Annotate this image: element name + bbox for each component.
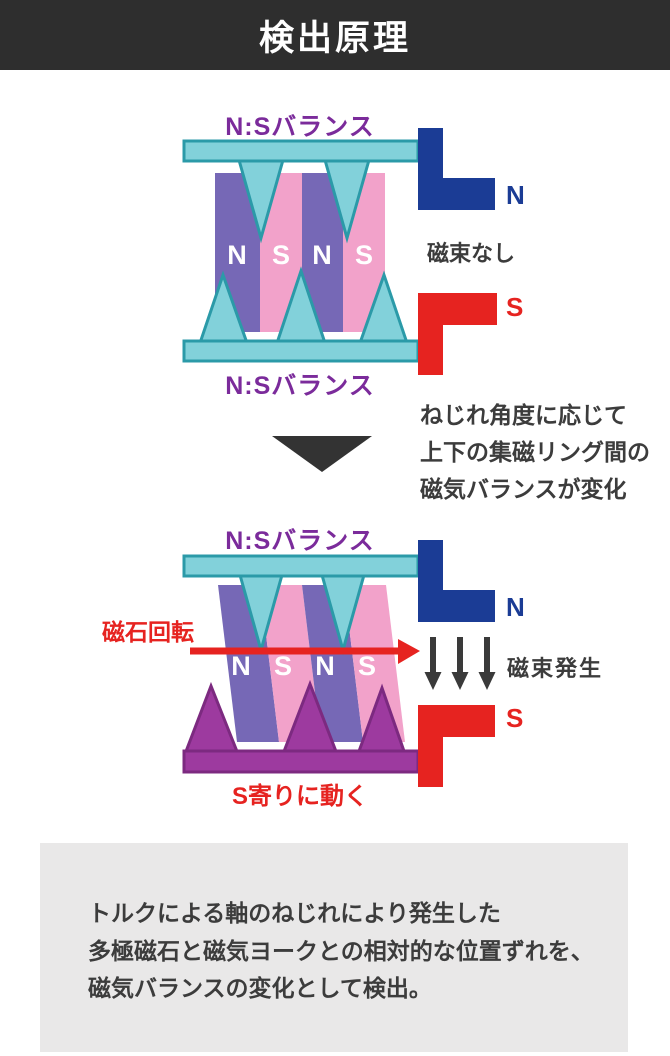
footer-note-line: トルクによる軸のねじれにより発生した <box>88 900 501 926</box>
flux-arrow-icon <box>451 637 469 690</box>
magnet-pole-label: N <box>312 240 332 270</box>
diagram1-group <box>182 128 497 375</box>
footer-note-line: 磁気バランスの変化として検出。 <box>88 975 432 1001</box>
magnet-pole-label: S <box>273 651 292 681</box>
yoke-n-shape <box>418 540 495 622</box>
rotation-label: 磁石回転 <box>102 619 194 645</box>
magnet-pole-label: S <box>271 240 290 270</box>
yoke-n-shape <box>418 128 495 210</box>
header-bar: 検出原理 <box>0 0 670 70</box>
lower-collector-ring <box>182 339 420 363</box>
magnet-pole-label: N <box>315 651 335 681</box>
rotation-arrowhead-icon <box>398 639 420 664</box>
shift-label: S寄りに動く <box>231 783 368 810</box>
yoke-s-shape <box>418 705 495 787</box>
flux-status-1: 磁束なし <box>427 241 516 266</box>
yoke-s-label-2: S <box>506 703 524 733</box>
flux-arrow-icon <box>424 637 442 690</box>
flux-arrow-icon <box>478 637 496 690</box>
footer-note-line: 多極磁石と磁気ヨークとの相対的な位置ずれを、 <box>88 937 594 964</box>
yoke-s-label-1: S <box>506 292 524 322</box>
balance-label-top-1: N:Sバランス <box>225 113 375 141</box>
transition-caption-line: 磁気バランスが変化 <box>420 476 627 502</box>
yoke-n-label-2: N <box>506 592 525 622</box>
lower-tooth-shifted <box>182 681 241 756</box>
balance-label-bottom-1: N:Sバランス <box>225 372 375 400</box>
transition-caption: ねじれ角度に応じて 上下の集磁リング間の 磁気バランスが変化 <box>420 397 650 508</box>
magnet-pole-label: N <box>231 651 251 681</box>
lower-collector-ring-shifted <box>182 749 420 774</box>
magnet-s2-skewed <box>344 585 405 742</box>
balance-label-top-2: N:Sバランス <box>225 527 375 555</box>
transition-arrow-icon <box>272 436 372 472</box>
magnet-pole-label: N <box>227 240 247 270</box>
flux-status-2: 磁束発生 <box>507 656 604 681</box>
upper-collector-ring <box>182 554 420 578</box>
yoke-s-shape <box>418 293 497 375</box>
magnet-pole-label: S <box>357 651 376 681</box>
transition-caption-line: 上下の集磁リング間の <box>420 439 650 465</box>
upper-collector-ring <box>182 139 420 163</box>
page-title: 検出原理 <box>258 18 411 58</box>
magnet-pole-label: S <box>354 240 373 270</box>
transition-caption-line: ねじれ角度に応じて <box>420 402 627 428</box>
footer-note-box: トルクによる軸のねじれにより発生した 多極磁石と磁気ヨークとの相対的な位置ずれを… <box>40 843 628 1052</box>
diagram2-group <box>182 540 496 787</box>
yoke-n-label-1: N <box>506 180 525 210</box>
